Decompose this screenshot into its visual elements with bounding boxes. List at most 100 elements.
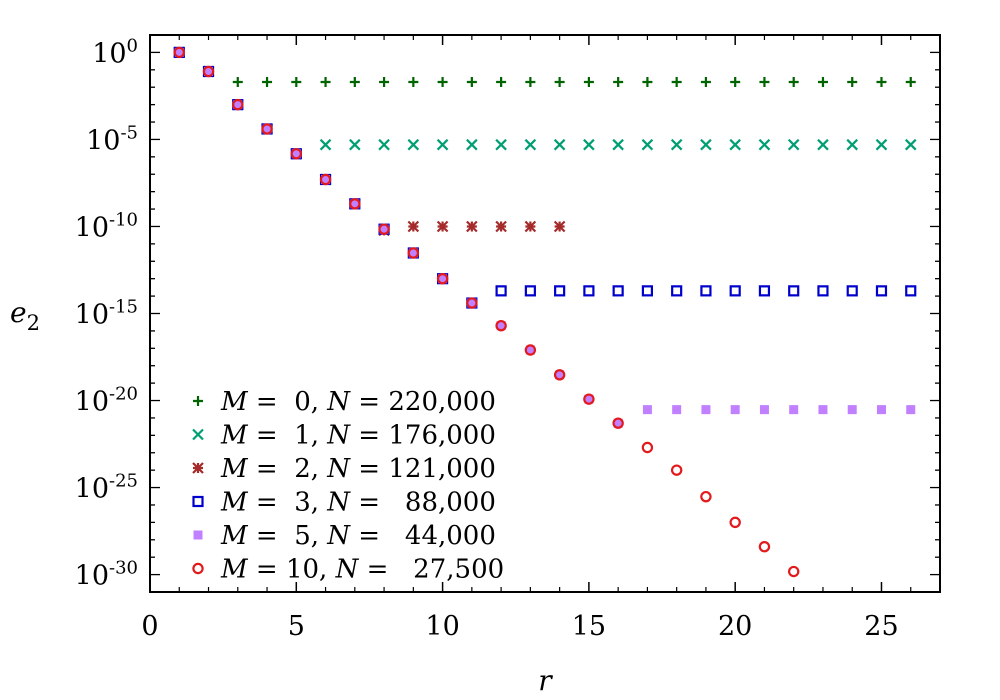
data-point bbox=[875, 285, 888, 297]
data-point bbox=[438, 274, 448, 284]
data-point bbox=[700, 285, 712, 297]
data-point bbox=[232, 98, 244, 111]
legend-entry: M = 10, N = 27,500 bbox=[220, 555, 504, 585]
data-point bbox=[788, 565, 800, 578]
data-point bbox=[787, 138, 800, 151]
data-point bbox=[846, 138, 858, 151]
marks bbox=[173, 46, 917, 578]
y-axis-label-main: e bbox=[10, 296, 27, 329]
data-point bbox=[672, 405, 682, 415]
data-point bbox=[525, 76, 536, 87]
data-point bbox=[670, 464, 683, 476]
data-point bbox=[233, 100, 243, 110]
y-tick-label: 10-30 bbox=[75, 558, 138, 592]
y-tick-label: 10-15 bbox=[75, 297, 138, 331]
y-tick-label: 10-20 bbox=[75, 384, 138, 418]
data-point bbox=[524, 138, 537, 151]
data-point bbox=[436, 138, 449, 151]
data-point bbox=[584, 394, 594, 404]
data-point bbox=[788, 76, 799, 87]
data-point bbox=[789, 405, 799, 415]
data-point bbox=[671, 76, 682, 87]
legend-marker bbox=[192, 428, 204, 441]
data-point bbox=[174, 47, 184, 57]
data-point bbox=[555, 370, 565, 380]
y-tick-label: 10-25 bbox=[75, 471, 138, 505]
data-point bbox=[349, 76, 360, 87]
data-point bbox=[758, 541, 771, 553]
data-point bbox=[670, 138, 683, 151]
data-point bbox=[788, 285, 800, 297]
data-point bbox=[583, 76, 594, 87]
legend-marker bbox=[192, 562, 204, 575]
data-point bbox=[905, 285, 917, 297]
data-point bbox=[553, 138, 566, 151]
data-point bbox=[495, 285, 507, 297]
x-tick-label: 20 bbox=[718, 611, 752, 642]
data-point bbox=[466, 220, 478, 233]
data-point bbox=[466, 297, 478, 309]
data-point bbox=[495, 319, 507, 332]
data-point bbox=[642, 76, 653, 87]
legend-entry: M = 0, N = 220,000 bbox=[220, 387, 496, 417]
x-tick-label: 5 bbox=[288, 611, 305, 642]
legend-marker bbox=[192, 462, 204, 474]
data-point bbox=[730, 405, 740, 415]
data-point bbox=[701, 405, 711, 415]
legend-marker bbox=[193, 530, 203, 540]
data-point bbox=[905, 76, 916, 87]
data-point bbox=[232, 76, 243, 87]
data-point bbox=[642, 405, 652, 415]
data-point bbox=[261, 123, 273, 135]
legend-marker bbox=[192, 495, 204, 508]
data-point bbox=[759, 405, 769, 415]
y-axis-label: e2 bbox=[10, 296, 40, 335]
data-point bbox=[495, 220, 507, 233]
data-point bbox=[730, 76, 741, 87]
series-1 bbox=[173, 46, 917, 160]
data-point bbox=[612, 417, 624, 429]
data-point bbox=[349, 138, 361, 151]
x-axis-label: r bbox=[538, 664, 553, 697]
data-point bbox=[408, 76, 419, 87]
data-point bbox=[583, 138, 595, 151]
data-point bbox=[379, 224, 389, 234]
data-point bbox=[846, 285, 858, 297]
data-point bbox=[291, 76, 302, 87]
data-point bbox=[817, 138, 829, 151]
data-point bbox=[437, 76, 448, 87]
data-point bbox=[554, 285, 566, 297]
data-point bbox=[904, 138, 917, 151]
data-point bbox=[379, 76, 390, 87]
data-point bbox=[524, 220, 537, 233]
data-point bbox=[290, 148, 302, 160]
data-point bbox=[408, 248, 418, 258]
x-tick-label: 25 bbox=[864, 611, 898, 642]
data-point bbox=[495, 138, 507, 151]
legend-entry: M = 3, N = 88,000 bbox=[220, 488, 496, 518]
data-point bbox=[553, 220, 566, 233]
data-point bbox=[407, 138, 420, 151]
data-point bbox=[876, 76, 887, 87]
data-point bbox=[817, 76, 828, 87]
data-point bbox=[729, 285, 741, 297]
legend-marker bbox=[193, 396, 203, 406]
data-point bbox=[876, 405, 886, 415]
data-point bbox=[407, 220, 420, 233]
y-axis-label-sub: 2 bbox=[27, 311, 40, 335]
data-point bbox=[671, 285, 683, 297]
data-point bbox=[817, 285, 829, 297]
data-point bbox=[466, 138, 478, 151]
data-point bbox=[262, 76, 273, 87]
data-point bbox=[758, 138, 771, 151]
data-point bbox=[467, 298, 477, 308]
data-point bbox=[319, 173, 332, 186]
data-point bbox=[612, 285, 624, 297]
series-3 bbox=[173, 46, 917, 309]
series-5 bbox=[173, 46, 800, 578]
data-point bbox=[612, 138, 624, 151]
data-point bbox=[641, 138, 654, 151]
